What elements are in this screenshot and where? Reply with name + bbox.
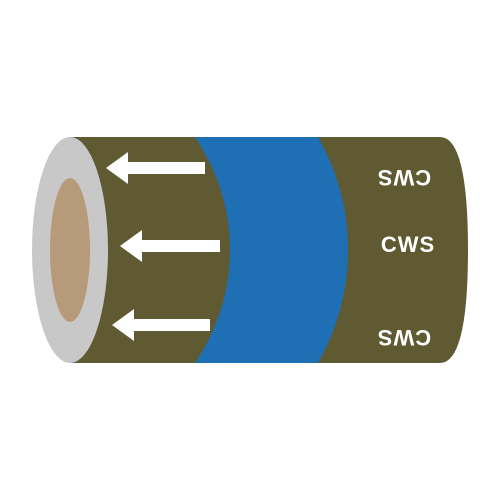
pipe-label-middle: CWS — [381, 232, 435, 257]
arrow-left-icon — [106, 152, 205, 184]
color-band — [195, 137, 348, 363]
pipe-end-inner — [50, 178, 90, 322]
pipe-label-top: CWS — [377, 165, 431, 190]
arrow-left-icon — [112, 309, 210, 341]
arrow-left-icon — [120, 230, 220, 262]
pipe-label-bottom: CWS — [377, 325, 431, 350]
